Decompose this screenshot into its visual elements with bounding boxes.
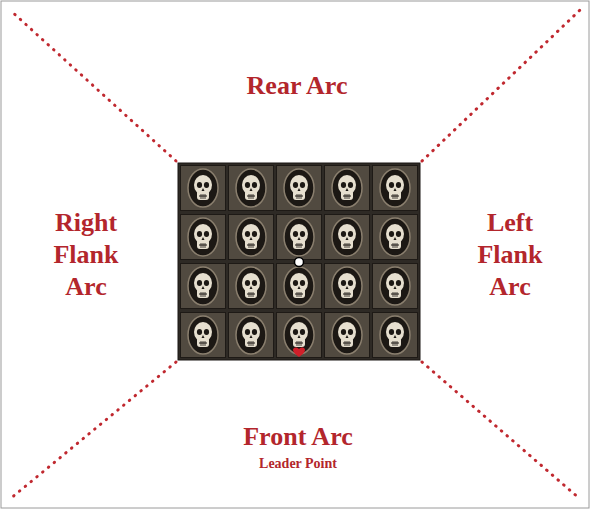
arc-label: Right Flank Arc bbox=[31, 207, 141, 303]
arc-divider bbox=[10, 10, 580, 499]
arc-label: Left Flank Arc bbox=[455, 207, 565, 303]
arc-label: Front Arc bbox=[188, 421, 408, 453]
skull-tokens bbox=[181, 166, 418, 358]
arc-label: Rear Arc bbox=[187, 70, 407, 102]
center-point bbox=[295, 258, 304, 267]
leader-point-marker bbox=[293, 348, 305, 357]
unit-block bbox=[178, 163, 420, 360]
arc-label: Leader Point bbox=[188, 455, 408, 473]
